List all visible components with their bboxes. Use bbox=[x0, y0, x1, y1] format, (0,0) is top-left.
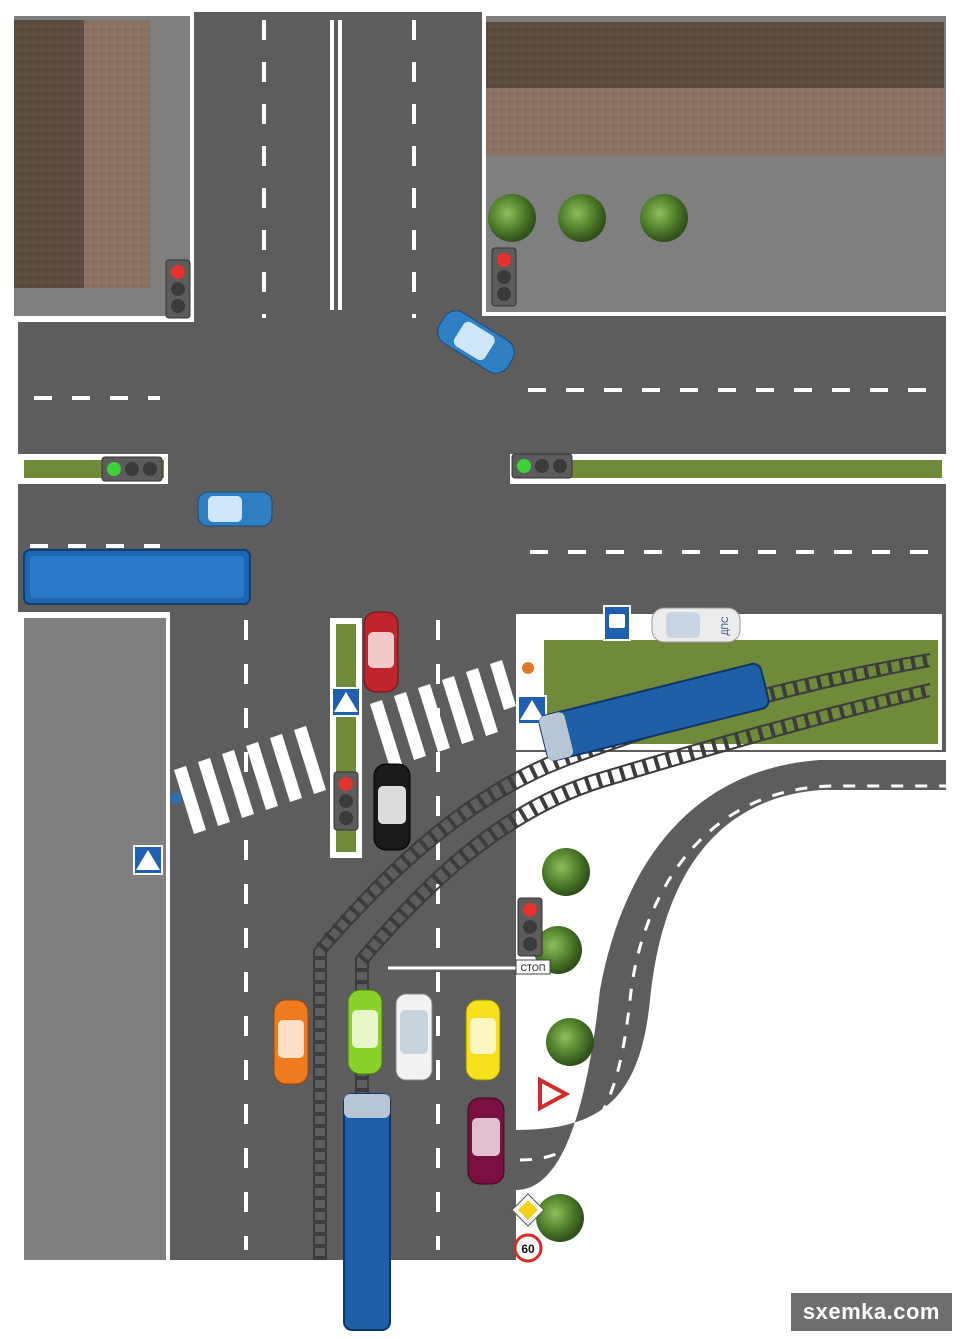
priority-road-sign bbox=[511, 1193, 545, 1227]
tram-top bbox=[538, 662, 770, 762]
watermark: sxemka.com bbox=[790, 1293, 952, 1331]
pedestrian-left bbox=[170, 792, 182, 804]
bus-blue bbox=[23, 549, 251, 605]
crosswalk bbox=[174, 660, 516, 834]
traffic-light-top-left bbox=[165, 259, 191, 319]
building-top-right bbox=[482, 12, 950, 316]
median-right bbox=[510, 454, 946, 484]
curved-road bbox=[516, 760, 946, 1190]
give-way-sign bbox=[538, 1076, 571, 1112]
sidewalk-bottom-left bbox=[18, 612, 170, 1264]
traffic-light-top-right bbox=[491, 247, 517, 307]
speed-limit-value: 60 bbox=[521, 1242, 535, 1256]
pedestrian-crossing-sign-center bbox=[331, 687, 361, 717]
traffic-light-center-median bbox=[333, 771, 359, 831]
police-label: ДПС bbox=[720, 616, 730, 636]
pedestrian-crossing-sign-left bbox=[133, 845, 163, 875]
stop-sign-plate: СТОП bbox=[515, 959, 551, 975]
car-blue-turning bbox=[437, 310, 515, 374]
traffic-light-tram-stop bbox=[517, 897, 543, 957]
bus-stop-sign bbox=[603, 605, 631, 641]
pedestrian-right bbox=[522, 662, 534, 674]
car-maroon bbox=[467, 1097, 505, 1185]
car-red bbox=[363, 611, 399, 693]
traffic-light-median-left bbox=[101, 456, 163, 482]
building-top-left bbox=[8, 12, 194, 322]
car-blue-west bbox=[197, 491, 273, 527]
car-police: ДПС bbox=[651, 607, 741, 643]
ground-bottom-right bbox=[516, 752, 956, 1272]
car-green bbox=[347, 989, 383, 1075]
tram-bottom bbox=[343, 1093, 391, 1331]
traffic-light-median-right bbox=[511, 453, 573, 479]
car-white bbox=[395, 993, 433, 1081]
car-orange bbox=[273, 999, 309, 1085]
car-black bbox=[373, 763, 411, 851]
stop-label: СТОП bbox=[521, 963, 546, 973]
car-yellow bbox=[465, 999, 501, 1081]
speed-limit-sign: 60 bbox=[513, 1233, 543, 1263]
